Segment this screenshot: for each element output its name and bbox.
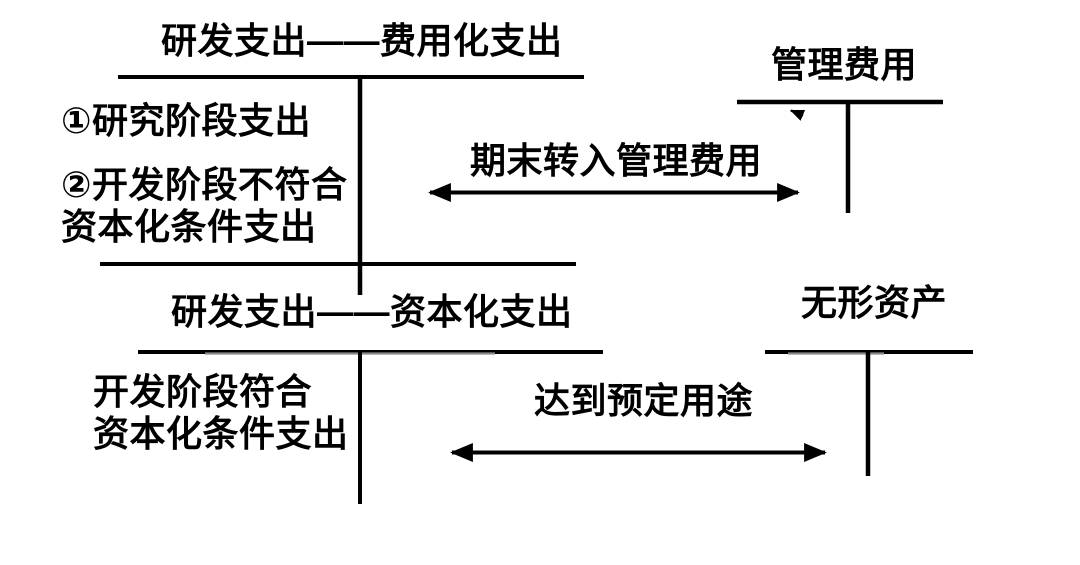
transfer-to-admin-flow-label: 期末转入管理费用 [470,140,763,181]
rd-expensed-debit-entry-1: ①研究阶段支出 [61,100,311,141]
rd-expensed-debit-entry-2: ②开发阶段不符合 资本化条件支出 [61,164,348,247]
admin-expense-account-title: 管理费用 [771,44,918,85]
rd-capitalized-debit-entry-1: 开发阶段符合 资本化条件支出 [93,371,349,454]
rd-expensed-account-title: 研发支出——费用化支出 [161,20,563,61]
small-upleft-arrow-icon [789,109,806,121]
reach-intended-use-flow-label: 达到预定用途 [534,380,754,421]
rd-capitalized-account-title: 研发支出——资本化支出 [171,291,573,332]
intangible-asset-account-title: 无形资产 [801,282,948,323]
